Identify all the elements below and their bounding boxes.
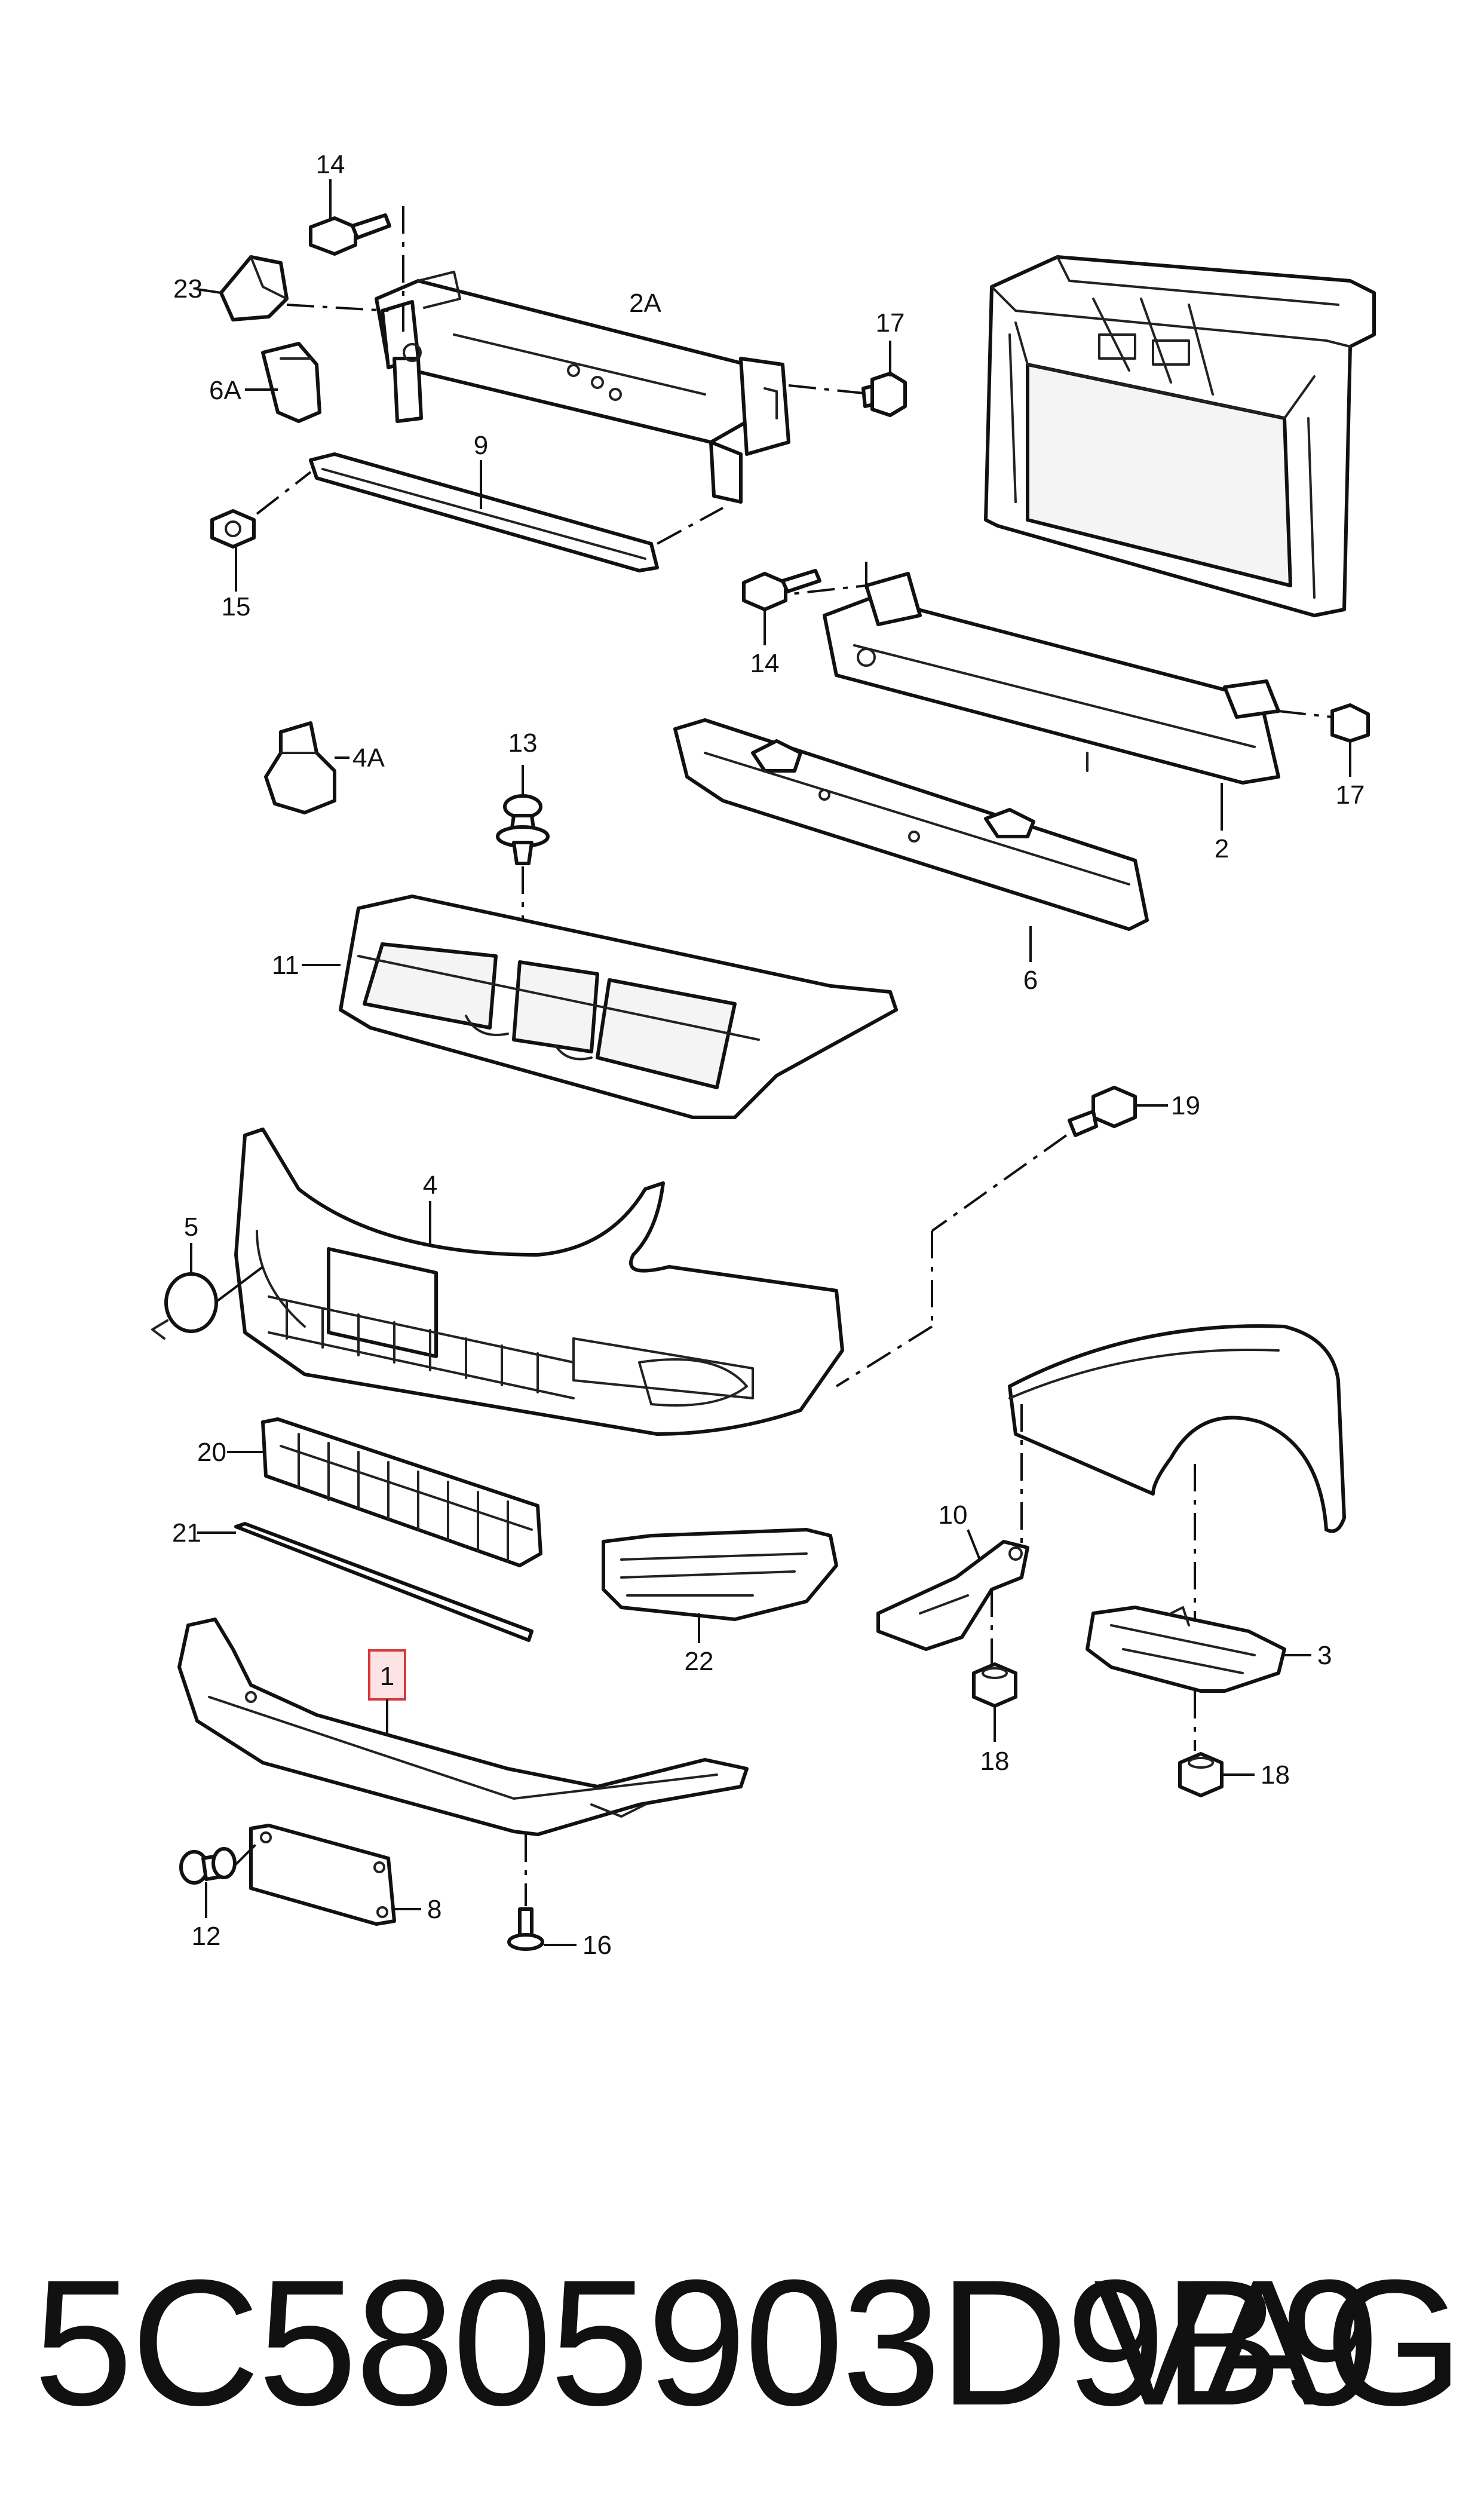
part-17-bolt-lower[interactable]: [1330, 703, 1370, 743]
callout-4A: 4A: [352, 743, 385, 773]
callout-16: 16: [582, 1931, 612, 1960]
part-18-nut-a[interactable]: [972, 1662, 1017, 1708]
callout-14b: 14: [750, 649, 780, 678]
part-4-bumper-cover[interactable]: [234, 1128, 844, 1436]
callout-6A: 6A: [209, 376, 241, 405]
part-2-crossmember[interactable]: [823, 572, 1280, 785]
callout-11: 11: [272, 951, 299, 980]
part-3-guide-bracket[interactable]: [1086, 1606, 1286, 1693]
part-11-lower-panel[interactable]: [339, 895, 898, 1119]
fender: [1008, 1324, 1346, 1533]
callout-10: 10: [939, 1500, 968, 1530]
callout-21: 21: [172, 1518, 201, 1548]
callout-15: 15: [222, 592, 251, 621]
callout-22: 22: [685, 1647, 714, 1676]
part-12-clip[interactable]: [179, 1847, 237, 1885]
part-23-bracket[interactable]: [219, 255, 289, 321]
callout-18a: 18: [980, 1747, 1010, 1776]
callout-17a: 17: [876, 308, 905, 338]
part-6A-block[interactable]: [261, 342, 321, 423]
callout-4: 4: [423, 1171, 437, 1200]
callout-14a: 14: [316, 150, 345, 179]
callout-13: 13: [508, 728, 538, 758]
part-15-bolt[interactable]: [210, 509, 256, 549]
callout-8: 8: [427, 1895, 441, 1924]
callout-1: 1: [380, 1662, 394, 1691]
part-14-bolt-lower[interactable]: [742, 569, 821, 611]
parts-diagram: 14 23 2A 17 6A 9 15 14 17 2 4A 13 6 11 1…: [151, 150, 1376, 1960]
callout-3: 3: [1317, 1641, 1332, 1670]
callout-23: 23: [173, 274, 203, 304]
part-number: 5C5805903D9B9: [33, 2242, 1380, 2443]
callout-5: 5: [184, 1212, 198, 1242]
callout-17b: 17: [1336, 780, 1365, 810]
callout-19: 19: [1171, 1091, 1200, 1120]
part-8-plate-bracket[interactable]: [249, 1824, 396, 1926]
part-13-clip[interactable]: [496, 794, 550, 865]
callout-9: 9: [474, 431, 488, 460]
callout-18b: 18: [1261, 1760, 1290, 1790]
part-5-tow-cap[interactable]: [151, 1272, 218, 1340]
part-10-bracket[interactable]: [876, 1540, 1029, 1651]
part-2A-upper-carrier[interactable]: [375, 271, 790, 504]
part-18-nut-b[interactable]: [1178, 1752, 1224, 1797]
part-16-screw[interactable]: [507, 1907, 544, 1951]
part-4A-cap[interactable]: [264, 721, 336, 814]
part-6-energy-absorber[interactable]: [673, 718, 1149, 931]
part-1-lower-spoiler[interactable]: [177, 1618, 749, 1836]
callout-6: 6: [1023, 966, 1038, 995]
callout-20: 20: [197, 1438, 226, 1467]
callout-2: 2: [1215, 834, 1229, 863]
radiator-support-frame[interactable]: [984, 255, 1376, 617]
brand-label: VAG: [1093, 2242, 1466, 2443]
part-20-grille[interactable]: [261, 1417, 542, 1567]
callout-2A: 2A: [629, 289, 661, 318]
part-21-strip[interactable]: [234, 1522, 533, 1642]
part-19-bolt[interactable]: [1068, 1086, 1137, 1137]
part-9-strip[interactable]: [309, 452, 659, 572]
part-22-side-grille[interactable]: [602, 1528, 838, 1621]
part-17-bolt-upper[interactable]: [861, 372, 907, 417]
part-14-bolt[interactable]: [309, 213, 391, 256]
callout-12: 12: [192, 1922, 221, 1951]
